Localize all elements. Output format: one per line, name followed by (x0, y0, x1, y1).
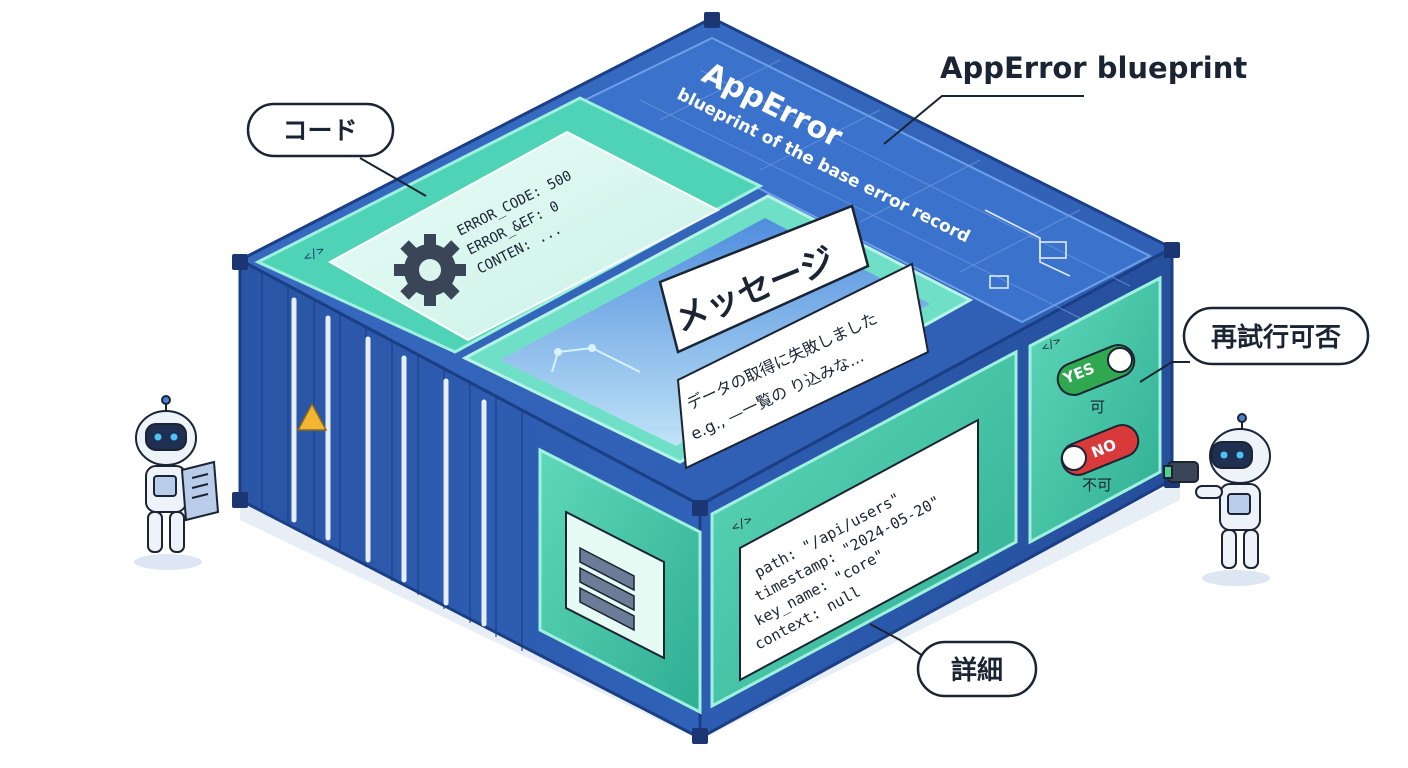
callout-retryable: 再試行可否 (1182, 306, 1370, 366)
robot-left (134, 395, 220, 570)
yes-toggle[interactable]: YES (1053, 340, 1139, 400)
database-stack-icon (579, 546, 635, 632)
retry-panel: </> YES 可 NO 不可 (1028, 275, 1162, 545)
callout-blueprint-label: AppError blueprint (940, 51, 1247, 85)
callout-details-label: 詳細 (951, 655, 1003, 686)
callout-code: コード (246, 102, 395, 158)
robot-right (1163, 413, 1271, 586)
no-toggle[interactable]: NO (1057, 420, 1143, 480)
door-lock-rods (291, 297, 487, 627)
callout-retryable-label: 再試行可否 (1211, 322, 1341, 353)
no-label: 不可 (1082, 476, 1112, 494)
callout-code-label: コード (282, 116, 357, 145)
schematic-lines (984, 209, 1071, 289)
corner-castings (232, 12, 1180, 744)
callout-details: 詳細 (916, 640, 1038, 698)
warning-triangle-icon (296, 402, 328, 431)
gear-icon (394, 234, 466, 306)
callout-blueprint: AppError blueprint (940, 51, 1247, 85)
database-panel (538, 447, 702, 715)
code-panel: </> ERROR_CODE: 500 ERROR_&EF: 0 CONTEN:… (254, 96, 764, 354)
yes-label: 可 (1090, 398, 1105, 416)
